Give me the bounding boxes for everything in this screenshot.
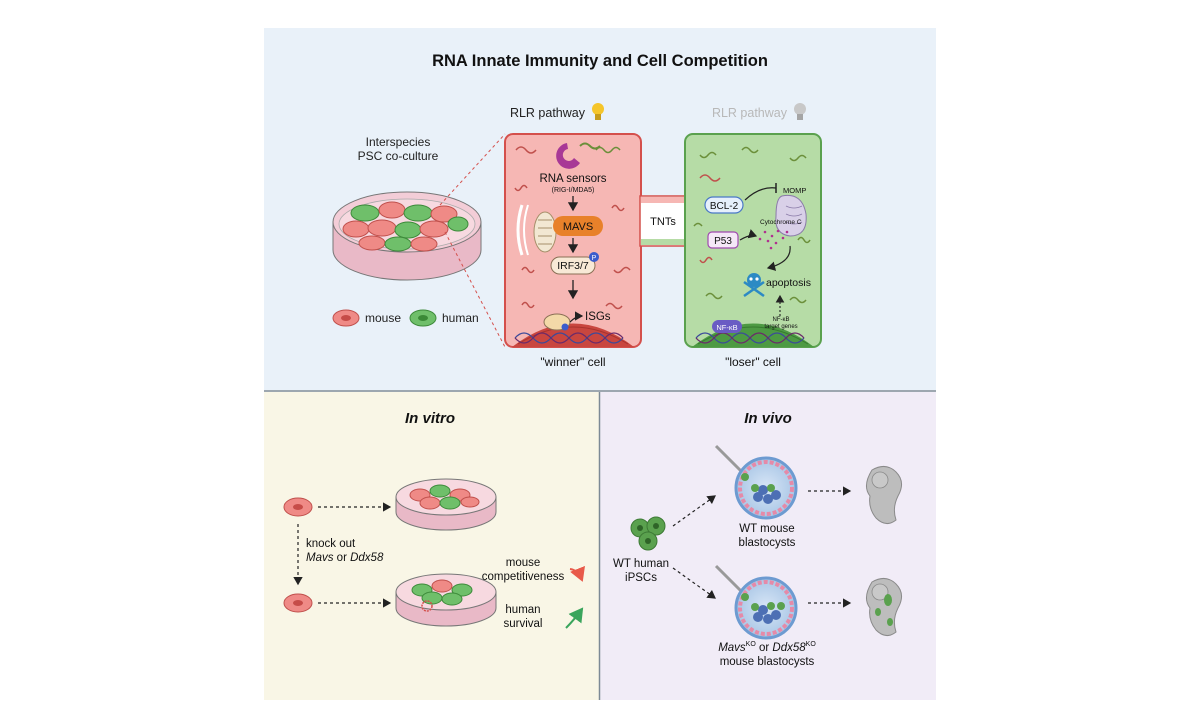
human-survival-label-2: survival xyxy=(504,618,543,630)
svg-text:NF-κB: NF-κB xyxy=(716,323,737,332)
ko-blastocyst-label-1: MavsKO or Ddx58KO xyxy=(718,641,816,654)
invitro-panel xyxy=(264,392,599,700)
coculture-label-2: PSC co-culture xyxy=(358,149,439,163)
ko-embryo xyxy=(866,578,902,636)
rna-sensors-label: RNA sensors xyxy=(539,173,606,185)
coculture-label-1: Interspecies xyxy=(366,135,431,149)
irf-node: IRF3/7 P xyxy=(550,252,599,275)
legend-mouse-label: mouse xyxy=(365,311,401,325)
lightbulb-on-icon xyxy=(592,103,604,120)
winner-cell-caption: "winner" cell xyxy=(540,355,605,369)
er-mitochondria-icon xyxy=(516,204,557,256)
wt-embryo xyxy=(866,466,902,524)
cytochrome-c-label: Cytochrome C xyxy=(760,219,802,226)
tnt-bridge: TNTs xyxy=(639,195,687,247)
invitro-dish-wt xyxy=(395,478,497,531)
momp-label: MOMP xyxy=(783,186,806,195)
tnts-label: TNTs xyxy=(650,216,676,228)
nfkb-targets-label-1: NF-κB xyxy=(773,317,790,323)
rna-sensors-sublabel: (RIG-I/MDA5) xyxy=(552,187,595,194)
ko-blastocyst xyxy=(714,564,798,640)
invitro-dish-ko xyxy=(395,573,497,627)
loser-cell xyxy=(684,133,822,348)
zoom-line-top xyxy=(439,133,506,206)
svg-text:BCL-2: BCL-2 xyxy=(710,201,739,212)
ipsc-label-2: iPSCs xyxy=(625,572,657,584)
arrow-p53-to-cytc xyxy=(739,229,758,241)
skull-icon xyxy=(743,273,765,298)
svg-text:P: P xyxy=(592,255,597,262)
arrow-cytc-to-apoptosis xyxy=(766,245,791,271)
svg-text:IRF3/7: IRF3/7 xyxy=(557,260,589,272)
arrow-ipsc-to-ko xyxy=(672,567,716,599)
loser-cell-caption: "loser" cell xyxy=(725,355,781,369)
invitro-title: In vitro xyxy=(405,410,455,427)
svg-text:MAVS: MAVS xyxy=(563,221,593,233)
svg-text:P53: P53 xyxy=(714,236,732,247)
winner-rlr-header: RLR pathway xyxy=(510,106,586,120)
arrow-ipsc-to-wt xyxy=(672,495,716,527)
isg-transcription: ISGs xyxy=(543,311,611,331)
legend-human-label: human xyxy=(442,311,479,325)
mouse-competitiveness-label-2: competitiveness xyxy=(482,571,565,583)
mouse-competitiveness-label-1: mouse xyxy=(506,557,541,569)
zoom-line-bottom xyxy=(444,231,506,348)
coculture-dish xyxy=(332,191,482,281)
human-ipsc-cluster xyxy=(630,516,666,551)
increase-arrow-icon xyxy=(565,607,584,629)
isgs-label: ISGs xyxy=(585,311,611,323)
nfkb-targets-label-2: target genes xyxy=(764,324,797,330)
cytochrome-c-dots xyxy=(758,229,789,250)
bcl2-node: BCL-2 xyxy=(704,196,744,214)
inhibit-arrow-momp xyxy=(744,187,777,201)
mavs-node: MAVS xyxy=(553,216,603,236)
lightbulb-off-icon xyxy=(794,103,806,120)
ipsc-label-1: WT human xyxy=(613,558,669,570)
wt-blastocyst-label-1: WT mouse xyxy=(739,523,794,535)
ko-blastocyst-label-2: mouse blastocysts xyxy=(720,656,815,668)
nfkb-node: NF-κB xyxy=(712,320,742,333)
invitro-wt-mouse-cell xyxy=(283,497,313,517)
loser-rlr-header: RLR pathway xyxy=(712,106,788,120)
invivo-title: In vivo xyxy=(744,410,792,427)
dish-cells xyxy=(342,201,469,252)
human-survival-label-1: human xyxy=(505,604,540,616)
rna-sensor-icon xyxy=(556,142,601,169)
decrease-arrow-icon xyxy=(569,565,585,582)
invitro-ko-mouse-cell xyxy=(283,593,313,613)
wt-blastocyst-label-2: blastocysts xyxy=(739,537,796,549)
knockout-genes: Mavs or Ddx58 xyxy=(306,552,384,564)
apoptosis-label: apoptosis xyxy=(766,277,811,289)
wt-blastocyst xyxy=(714,444,798,520)
mitochondrion-icon xyxy=(775,194,807,237)
figure-title: RNA Innate Immunity and Cell Competition xyxy=(432,52,768,70)
p53-node: P53 xyxy=(707,231,739,249)
knockout-label: knock out xyxy=(306,538,356,550)
